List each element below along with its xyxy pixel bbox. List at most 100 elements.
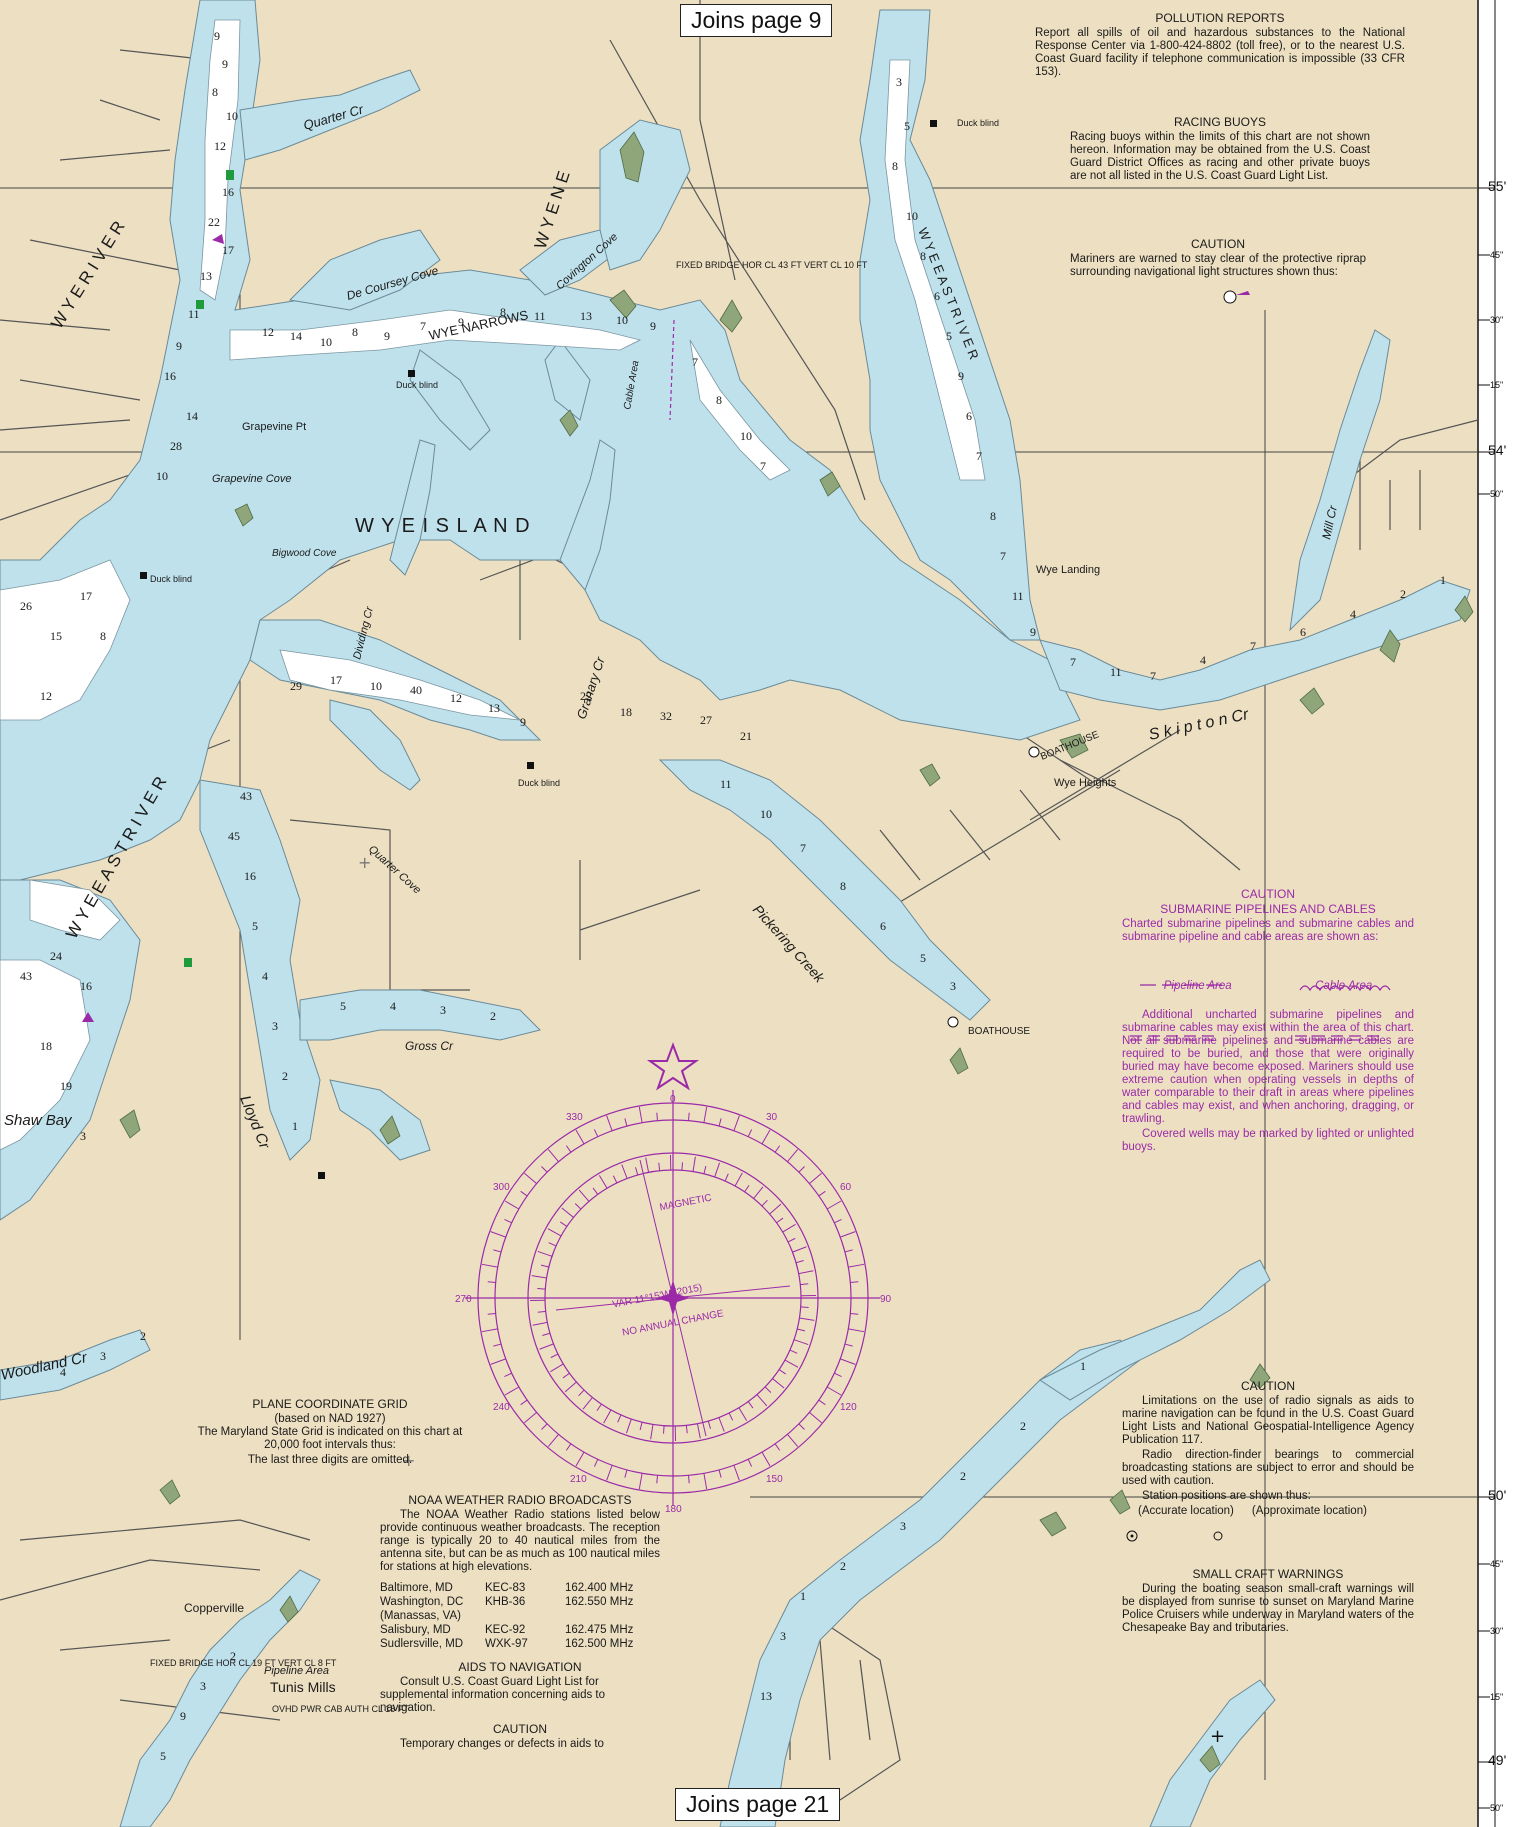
- compass-magnetic-tick: [795, 1260, 804, 1264]
- compass-tick: [547, 1149, 559, 1162]
- compass-magnetic-tick: [625, 1418, 632, 1434]
- depth-sounding: 3: [272, 1019, 278, 1033]
- depth-sounding: 16: [244, 869, 256, 883]
- compass-magnetic-tick: [734, 1172, 743, 1187]
- station-call: KEC-92: [485, 1624, 526, 1636]
- compass-magnetic-tick: [772, 1378, 785, 1389]
- compass-tick: [703, 1106, 708, 1123]
- compass-magnetic-tick: [797, 1328, 806, 1332]
- compass-tick: [826, 1386, 842, 1396]
- latitude-50-label: 50': [1488, 1487, 1507, 1503]
- depth-sounding: 9: [176, 339, 182, 353]
- compass-tick: [656, 1475, 658, 1484]
- depth-sounding: 5: [160, 1749, 166, 1763]
- depth-sounding: 12: [450, 691, 462, 705]
- depth-sounding: 7: [800, 841, 806, 855]
- compass-tick: [575, 1129, 585, 1145]
- duck-blind-label: Duck blind: [518, 778, 560, 788]
- compass-tick: [504, 1386, 520, 1396]
- depth-sounding: 10: [740, 429, 752, 443]
- depth-sounding: 8: [840, 879, 846, 893]
- depth-sounding: 4: [1350, 607, 1356, 621]
- compass-tick: [844, 1249, 853, 1253]
- fixed-bridge-top-label: FIXED BRIDGE HOR CL 43 FT VERT CL 10 FT: [676, 260, 868, 270]
- compass-tick: [487, 1313, 496, 1315]
- compass-tick: [606, 1115, 613, 1131]
- compass-tick: [520, 1190, 528, 1197]
- depth-sounding: 9: [180, 1709, 186, 1723]
- depth-sounding: 7: [420, 319, 426, 333]
- compass-tick: [840, 1358, 856, 1365]
- compass-magnetic-tick: [692, 1156, 696, 1172]
- small-craft-note: SMALL CRAFT WARNINGS During the boating …: [1122, 1568, 1414, 1637]
- depth-sounding: 8: [990, 509, 996, 523]
- depth-sounding: 7: [760, 459, 766, 473]
- depth-sounding: 9: [384, 329, 390, 343]
- depth-sounding: 2: [282, 1069, 288, 1083]
- depth-sounding: 3: [950, 979, 956, 993]
- depth-sounding: 5: [920, 951, 926, 965]
- compass-magnetic-tick: [639, 1422, 643, 1431]
- svg-text:60: 60: [840, 1182, 852, 1193]
- fixed-bridge-bottom-label: FIXED BRIDGE HOR CL 19 FT VERT CL 8 FT: [150, 1658, 337, 1668]
- depth-sounding: 27: [700, 713, 712, 727]
- compass-tick: [834, 1372, 842, 1378]
- depth-sounding: 6: [934, 289, 940, 303]
- compass-magnetic-tick: [550, 1363, 564, 1373]
- light-riprap-icon: [1223, 290, 1237, 304]
- depth-sounding: 10: [906, 209, 918, 223]
- compass-tick: [834, 1218, 842, 1224]
- depth-sounding: 15: [50, 629, 62, 643]
- pollution-text: Report all spills of oil and hazardous s…: [1035, 27, 1405, 78]
- latitude-50s-label: 50": [1490, 1803, 1504, 1813]
- depth-sounding: 8: [352, 325, 358, 339]
- depth-sounding: 6: [1300, 625, 1306, 639]
- compass-magnetic-tick: [756, 1394, 768, 1407]
- depth-sounding: 45: [228, 829, 240, 843]
- depth-sounding: 16: [222, 185, 234, 199]
- compass-magnetic-tick: [724, 1173, 729, 1182]
- compass-tick: [774, 1443, 781, 1451]
- compass-tick: [490, 1358, 506, 1365]
- station-city: Baltimore, MD: [380, 1582, 453, 1594]
- depth-sounding: 5: [252, 919, 258, 933]
- compass-tick: [493, 1343, 502, 1347]
- compass-tick: [688, 1475, 690, 1484]
- depth-sounding: 4: [60, 1365, 66, 1379]
- cable-area-lines: [669, 319, 1391, 1041]
- depth-sounding: 24: [50, 949, 62, 963]
- depth-sounding: 2: [230, 1649, 236, 1663]
- depth-sounding: 2: [1020, 1419, 1026, 1433]
- red-day-mark-icon: [82, 1012, 94, 1022]
- small-craft-title: SMALL CRAFT WARNINGS: [1192, 1567, 1344, 1581]
- depth-sounding: 17: [222, 243, 234, 257]
- compass-tick: [593, 1459, 599, 1467]
- compass-magnetic-tick: [744, 1184, 750, 1193]
- grid-cross-icon: +: [402, 1451, 415, 1470]
- radio-caution-title: CAUTION: [1241, 1379, 1295, 1393]
- compass-magnetic-tick: [747, 1401, 754, 1409]
- compass-magnetic-tick: [592, 1187, 599, 1195]
- svg-text:180: 180: [665, 1504, 682, 1515]
- svg-text:270: 270: [455, 1294, 472, 1305]
- depth-sounding: 12: [214, 139, 226, 153]
- depth-sounding: 5: [904, 119, 910, 133]
- caution-riprap-note: CAUTION Mariners are warned to stay clea…: [1070, 238, 1366, 281]
- depth-sounding: 32: [660, 709, 672, 723]
- depth-sounding: 3: [200, 1679, 206, 1693]
- north-star-icon: [646, 1042, 700, 1091]
- racing-buoys-note: RACING BUOYS Racing buoys within the lim…: [1070, 116, 1370, 185]
- green-day-mark-icon: [184, 958, 192, 967]
- compass-magnetic-tick: [550, 1353, 559, 1359]
- depth-sounding: 6: [966, 409, 972, 423]
- compass-magnetic-tick: [707, 1420, 711, 1429]
- radio-caution-text2: Radio direction-finder bearings to comme…: [1122, 1449, 1414, 1487]
- compass-magnetic-tick: [561, 1207, 574, 1218]
- station-freq: 162.475 MHz: [565, 1624, 634, 1636]
- compass-magnetic-tick: [650, 1424, 654, 1440]
- station-freq: 162.550 MHz: [565, 1596, 634, 1608]
- compass-magnetic-tick: [548, 1242, 557, 1247]
- plane-grid-text: The Maryland State Grid is indicated on …: [197, 1426, 463, 1451]
- depth-sounding: 17: [80, 589, 92, 603]
- latitude-49-label: 49': [1488, 1752, 1507, 1768]
